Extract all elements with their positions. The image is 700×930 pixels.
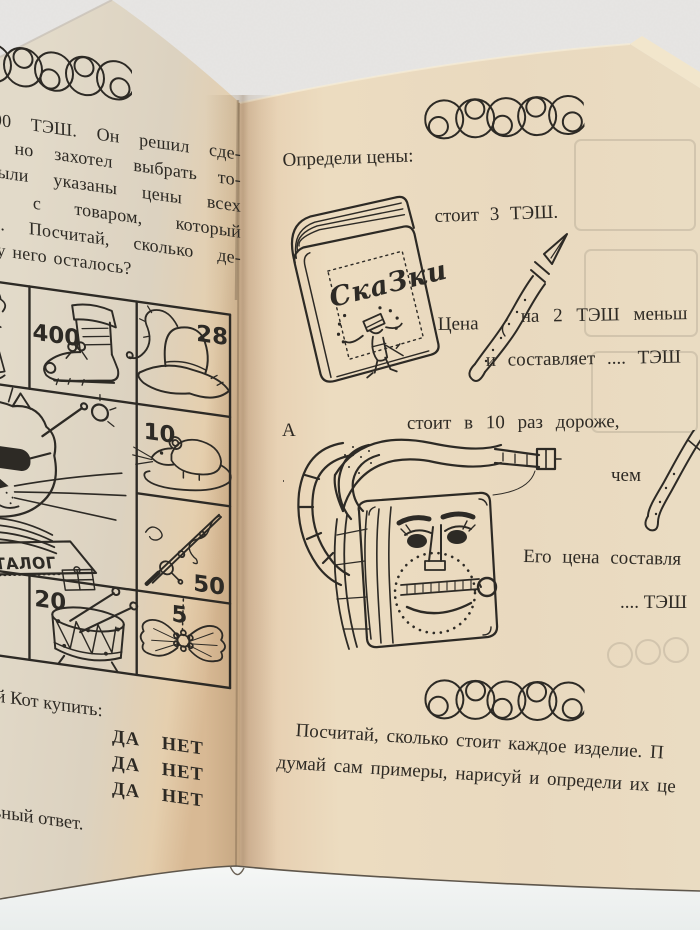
buy-question-line: ёный Кот купить: [0, 682, 103, 722]
circles-ornament-top [424, 94, 585, 140]
pen-price-line2: и составляет .... ТЭШ [485, 346, 682, 372]
cat-head [0, 399, 57, 518]
school-bag-illustration [283, 438, 562, 650]
cat-mouth [0, 502, 20, 509]
hat-icon [125, 305, 231, 399]
gift-box-icon [61, 566, 96, 591]
right-page-content: Определи цены: СкаЗки [240, 0, 700, 930]
right-page [240, 44, 700, 893]
cat-whiskers [13, 472, 127, 521]
flap-texture-dots [283, 446, 380, 482]
dotted-circle [393, 551, 477, 635]
cat-with-catalog-illustration: КАТАЛОГ [0, 383, 127, 591]
cat-pointer [41, 394, 117, 438]
bag-prefix: А [282, 420, 296, 441]
price-boots: 400 [32, 320, 80, 353]
bow-icon [139, 598, 226, 663]
cat-muzzle-dots [5, 491, 14, 505]
book-title: СкаЗки [326, 255, 446, 314]
mouse-icon [132, 436, 232, 492]
grid-lines [0, 274, 232, 690]
boots-icon [43, 303, 120, 386]
bag-flap [333, 438, 503, 513]
cat-nose [0, 477, 9, 490]
drum-icon [51, 587, 139, 674]
wall-texture [0, 0, 700, 103]
heading: Определи цены: [282, 145, 414, 172]
page-top-edge-highlight [239, 43, 631, 104]
pen-price-label: Цена [437, 313, 479, 336]
bag-face [396, 511, 476, 571]
bag-body [333, 491, 499, 650]
page-show-through [574, 139, 698, 668]
fairy-tales-book-illustration: СкаЗки [290, 195, 446, 383]
left-page [0, 0, 240, 898]
fountain-pen-partial-illustration [644, 430, 700, 532]
circles-ornament-bottom [424, 679, 585, 722]
spine-crease-top [234, 99, 240, 301]
cat-ear [11, 392, 32, 410]
left-page-content: о 100 ТЭШ. Он решил сде- арке, но захоте… [0, 42, 260, 930]
price-rod: 50 [193, 571, 225, 601]
spine-crease [235, 102, 240, 873]
fishing-rod-icon [144, 513, 222, 586]
bag-price-line: Его цена составля [523, 546, 682, 570]
underlying-page-edge [630, 36, 700, 88]
fountain-pen-illustration [468, 233, 568, 382]
open-catalog-book [0, 516, 98, 577]
catalog-price-grid: 400 28 [0, 274, 232, 690]
bag-straps [297, 441, 381, 587]
bag-price-line2: .... ТЭШ [620, 592, 688, 613]
cat-sunglasses [0, 446, 52, 471]
answer-fragment: вильный ответ. [0, 798, 84, 835]
flap-strap-buckle [492, 447, 562, 496]
pen-price-line: на 2 ТЭШ меньш [520, 303, 688, 328]
catalog-label: КАТАЛОГ [0, 553, 58, 574]
left-paragraph: о 100 ТЭШ. Он решил сде- арке, но захоте… [0, 101, 241, 297]
book-price-line: стоит 3 ТЭШ. [434, 201, 559, 228]
circles-ornament-left [0, 42, 132, 101]
zipper-mouth [400, 576, 498, 615]
puss-in-boots-figure [344, 312, 404, 379]
cover-dots [336, 306, 399, 344]
price-drum: 20 [34, 586, 66, 616]
price-bow: 5 [171, 601, 187, 629]
doll-fragment-icon [0, 283, 7, 380]
bag-than-label: чем [611, 465, 642, 486]
pen-dots [484, 298, 527, 363]
